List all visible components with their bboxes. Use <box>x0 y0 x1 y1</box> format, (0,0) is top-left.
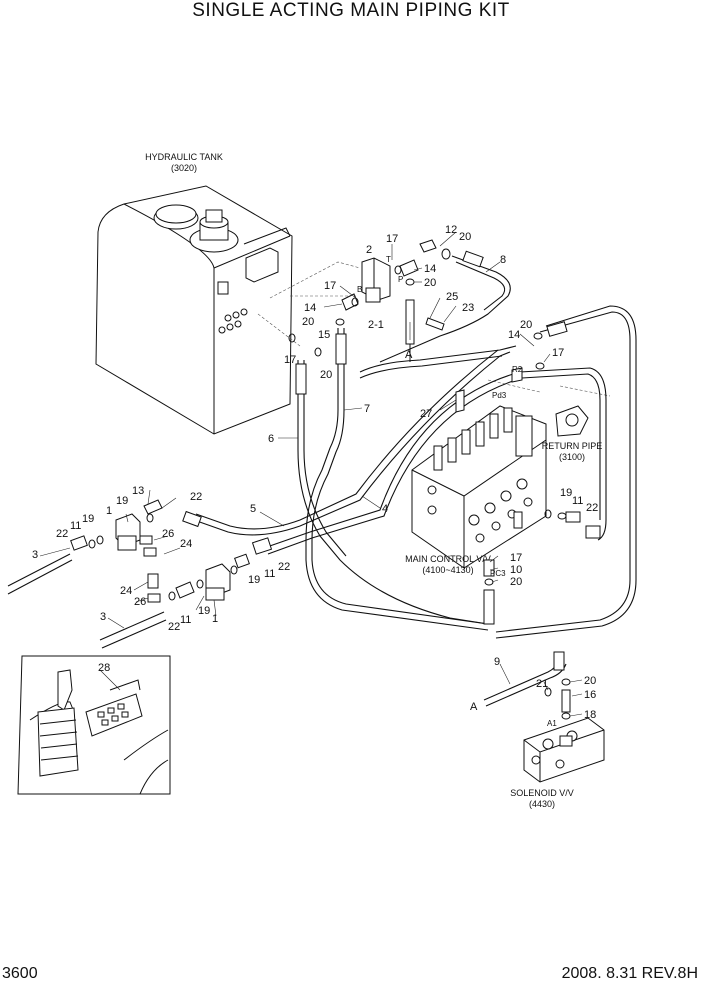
callout: 5 <box>250 503 256 515</box>
control-inset <box>17 655 171 795</box>
callout: 17 <box>284 354 296 366</box>
callout: 18 <box>584 709 596 721</box>
callout: 1 <box>212 613 218 625</box>
callout: 22 <box>168 621 180 633</box>
callout: 2-1 <box>368 319 384 331</box>
port-t: T <box>386 255 391 264</box>
callout: 4 <box>382 503 388 515</box>
callout: 11 <box>572 495 583 507</box>
callout: 16 <box>584 689 596 701</box>
callout: 14 <box>304 302 316 314</box>
port-a1: A1 <box>547 719 557 728</box>
callout: 20 <box>520 319 532 331</box>
callout: 23 <box>462 302 474 314</box>
callout: 20 <box>459 231 471 243</box>
solenoid-valve <box>483 651 605 783</box>
callout: 13 <box>132 485 144 497</box>
callout: 20 <box>424 277 436 289</box>
callout: 26 <box>162 528 174 540</box>
callout: 19 <box>560 487 572 499</box>
left-valve-upper <box>70 499 163 557</box>
hydraulic-tank <box>95 185 293 435</box>
revision-stamp: 2008. 8.31 REV.8H <box>561 965 698 982</box>
callout: 22 <box>190 491 202 503</box>
hydraulic-tank-code: (3020) <box>171 163 197 173</box>
callout: 3 <box>32 549 38 561</box>
callout: 11 <box>180 614 191 626</box>
callout: 20 <box>510 576 522 588</box>
port-r2: R2 <box>512 365 523 374</box>
callout: 3 <box>100 611 106 623</box>
callout: 11 <box>264 568 275 580</box>
callout: 25 <box>446 291 458 303</box>
left-valve-lower <box>147 553 250 603</box>
pipe-end-a-top: A <box>405 349 413 361</box>
page-title: SINGLE ACTING MAIN PIPING KIT <box>192 0 510 21</box>
callout: 17 <box>324 280 336 292</box>
callout: 1 <box>106 505 112 517</box>
callout: 24 <box>120 585 132 597</box>
port-p: P <box>398 275 403 284</box>
callout: 26 <box>134 596 146 608</box>
page-number: 3600 <box>2 965 38 982</box>
callout: 17 <box>386 233 398 245</box>
callout: 10 <box>510 564 522 576</box>
callout: 14 <box>424 263 436 275</box>
callout: 19 <box>198 605 210 617</box>
callout: 17 <box>552 347 564 359</box>
port-pc3: PC3 <box>490 569 506 578</box>
callout: 24 <box>180 538 192 550</box>
port-pd3: Pd3 <box>492 391 507 400</box>
main-control-valve <box>411 367 589 569</box>
port-b: B <box>357 285 362 294</box>
callout: 19 <box>82 513 94 525</box>
callout: 7 <box>364 403 370 415</box>
callout-numbers: 12 20 8 17 2 14 20 17 14 25 23 20 15 2-1… <box>32 224 598 721</box>
callout: 9 <box>494 656 500 668</box>
callout: 22 <box>586 502 598 514</box>
callout: 12 <box>445 224 457 236</box>
callout: 27 <box>420 408 432 420</box>
callout: 20 <box>320 369 332 381</box>
callout: 15 <box>318 329 330 341</box>
callout: 20 <box>302 316 314 328</box>
block-2 <box>341 239 445 352</box>
pipe-end-a-bottom: A <box>470 701 478 713</box>
hydraulic-tank-caption: HYDRAULIC TANK <box>145 152 223 162</box>
return-pipe-code: (3100) <box>559 452 585 462</box>
solenoid-caption: SOLENOID V/V <box>510 788 574 798</box>
callout: 6 <box>268 433 274 445</box>
callout: 21 <box>536 678 548 690</box>
main-control-caption: MAIN CONTROL V/V <box>405 554 491 564</box>
callout: 20 <box>584 675 596 687</box>
main-control-code: (4100~4130) <box>422 565 473 575</box>
callout: 14 <box>508 329 520 341</box>
callout: 2 <box>366 244 372 256</box>
callout: 8 <box>500 254 506 266</box>
callout: 22 <box>56 528 68 540</box>
callout: 22 <box>278 561 290 573</box>
callout: 28 <box>98 662 110 674</box>
return-pipe-caption: RETURN PIPE <box>542 441 603 451</box>
callout: 11 <box>70 520 81 532</box>
solenoid-code: (4430) <box>529 799 555 809</box>
callout: 19 <box>248 574 260 586</box>
callout: 17 <box>510 552 522 564</box>
callout: 19 <box>116 495 128 507</box>
